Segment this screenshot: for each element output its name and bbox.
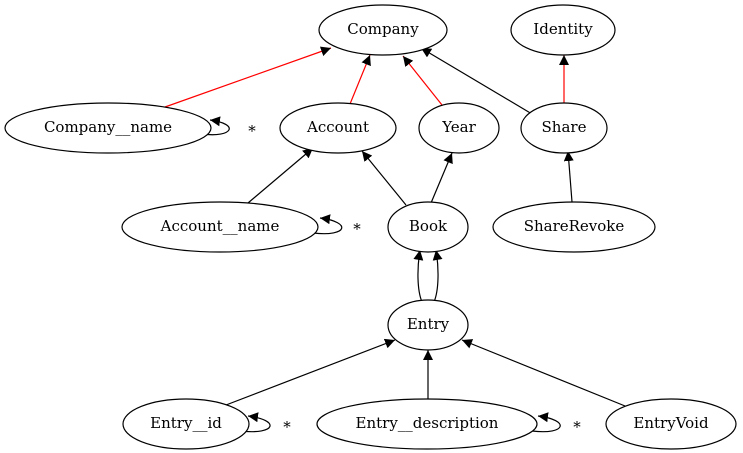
self-loop-label-entry-description: * [573,418,581,436]
edge-share-revoke-to-share [563,150,574,203]
node-entry: Entry [387,299,469,351]
node-account-name-label: Account__name [160,217,280,235]
edge-company-name-to-company [164,46,332,108]
self-loop-label-company-name: * [248,122,256,140]
node-share-revoke: ShareRevoke [492,201,656,253]
edge-account-name-to-account [247,147,314,204]
node-share-ellipse [520,102,608,154]
edge-entry-to-book-1 [413,249,424,303]
node-company-name-label: Company__name [44,118,172,136]
node-company: Company [318,4,448,56]
node-year-ellipse [418,102,500,154]
node-share-revoke-ellipse [492,201,656,253]
node-company-name-ellipse [4,102,212,154]
self-loop-label-account-name: * [353,220,361,238]
self-loop-account-name [312,214,343,235]
self-loop-entry-description [531,412,561,433]
node-company-ellipse [318,4,448,56]
node-entry-description: Entry__description [316,398,538,450]
node-entry-description-ellipse [316,398,538,450]
node-identity: Identity [510,4,616,56]
node-entry-ellipse [387,299,469,351]
node-entry-label: Entry [407,315,450,333]
node-year-label: Year [441,118,476,136]
node-entry-id: Entry__id [122,398,250,450]
self-loop-label-entry-id: * [283,418,291,436]
node-entry-void: EntryVoid [605,398,737,450]
self-loop-company-name [201,116,230,136]
edges [164,46,631,433]
edge-entry-void-to-entry [461,339,631,409]
edge-entry-id-to-entry [225,338,396,406]
edge-labels: * * * * [248,122,581,436]
node-identity-label: Identity [533,20,593,38]
node-book-label: Book [409,217,448,235]
node-year: Year [418,102,500,154]
node-share-label: Share [542,118,587,136]
node-share-revoke-label: ShareRevoke [524,217,625,235]
node-account-label: Account [306,118,369,136]
nodes: Company Identity Company__name Account Y… [4,4,737,450]
node-company-label: Company [347,20,419,38]
self-loop-entry-id [239,412,271,433]
edge-book-to-account [361,150,407,206]
node-entry-description-label: Entry__description [356,414,499,432]
node-company-name: Company__name [4,102,212,154]
edge-year-to-company [402,55,443,106]
node-identity-ellipse [510,4,616,56]
edge-book-to-year [430,152,453,204]
node-account-name: Account__name [121,201,319,253]
edge-account-to-company [349,54,371,105]
node-account-name-ellipse [121,201,319,253]
node-entry-void-ellipse [605,398,737,450]
node-entry-id-label: Entry__id [150,414,222,432]
node-account-ellipse [279,102,397,154]
node-book-ellipse [387,201,469,253]
node-entry-id-ellipse [122,398,250,450]
node-account: Account [279,102,397,154]
node-share: Share [520,102,608,154]
edge-entry-to-book-2 [432,249,443,303]
node-entry-void-label: EntryVoid [633,414,709,432]
node-book: Book [387,201,469,253]
edge-share-to-company [420,47,533,115]
